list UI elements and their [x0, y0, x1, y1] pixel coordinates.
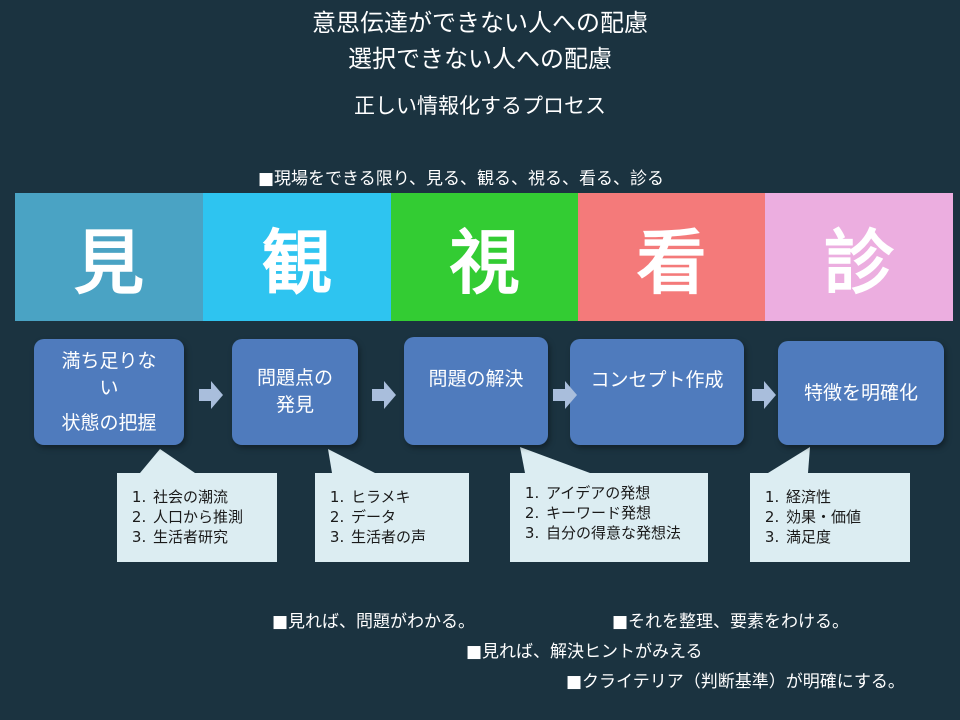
step-find-problem: 問題点の 発見	[232, 339, 358, 445]
callout-3-item-3: 自分の得意な発想法	[544, 523, 708, 543]
callout-insight-sources: ヒラメキ データ 生活者の声	[315, 473, 469, 562]
callout-evaluation-criteria: 経済性 効果・価値 満足度	[750, 473, 910, 562]
callout-3-item-2: キーワード発想	[544, 503, 708, 523]
callout-2-item-1: ヒラメキ	[349, 487, 469, 507]
bottom-note-1: ■見れば、問題がわかる。	[272, 612, 476, 632]
band-shi: 視	[391, 193, 578, 321]
callout-trend-analysis: 社会の潮流 人口から推測 生活者研究	[117, 473, 277, 562]
step-1-line-3: 状態の把握	[61, 411, 157, 434]
band-mi-char: 見	[74, 221, 144, 304]
step-clarify-features: 特徴を明確化	[778, 341, 944, 445]
band-shin: 診	[765, 193, 953, 321]
band-kan: 観	[203, 193, 391, 321]
bottom-note-3: ■見れば、解決ヒントがみえる	[466, 642, 703, 662]
subtitle: 正しい情報化するプロセス	[354, 94, 606, 118]
step-recognize-unmet-state: 満ち足りな い 状態の把握	[34, 339, 184, 445]
title-line-1: 意思伝達ができない人への配慮	[312, 9, 648, 37]
callout-2-item-3: 生活者の声	[349, 527, 469, 547]
title-line-2: 選択できない人への配慮	[348, 45, 612, 73]
callout-tail-3	[520, 447, 590, 473]
band-mi: 見	[15, 193, 203, 321]
band-kan2: 看	[578, 193, 765, 321]
callout-1-item-3: 生活者研究	[151, 527, 277, 547]
callout-tail-1	[140, 449, 195, 473]
step-5-line-1: 特徴を明確化	[803, 381, 918, 404]
step-2-line-1: 問題点の	[256, 367, 333, 389]
callout-4-item-1: 経済性	[784, 487, 910, 507]
callout-3-item-1: アイデアの発想	[544, 483, 708, 503]
observation-note: ■現場をできる限り、見る、観る、視る、看る、診る	[258, 169, 665, 189]
step-1-line-2: い	[99, 376, 119, 399]
step-4-line-1: コンセプト作成	[590, 368, 724, 391]
callout-idea-generation: アイデアの発想 キーワード発想 自分の得意な発想法	[510, 473, 708, 562]
callout-tail-4	[768, 447, 810, 473]
step-1-line-1: 満ち足りな	[61, 349, 157, 372]
callout-2-item-2: データ	[349, 507, 469, 527]
bottom-note-4: ■クライテリア（判断基準）が明確にする。	[566, 672, 905, 692]
band-shi-char: 視	[449, 221, 520, 304]
callout-4-item-2: 効果・価値	[784, 507, 910, 527]
callout-tail-2	[328, 449, 375, 473]
step-2-line-2: 発見	[275, 394, 314, 416]
callout-1-item-2: 人口から推測	[151, 507, 277, 527]
callout-1-item-1: 社会の潮流	[151, 487, 277, 507]
callout-4-item-3: 満足度	[784, 527, 910, 547]
band-kan2-char: 看	[636, 221, 707, 304]
band-kan-char: 観	[262, 221, 332, 304]
band-shin-char: 診	[824, 221, 894, 304]
step-3-line-1: 問題の解決	[428, 367, 524, 390]
bottom-note-2: ■それを整理、要素をわける。	[612, 612, 850, 632]
step-create-concept: コンセプト作成	[570, 339, 744, 445]
step-solve-problem: 問題の解決	[404, 337, 548, 445]
